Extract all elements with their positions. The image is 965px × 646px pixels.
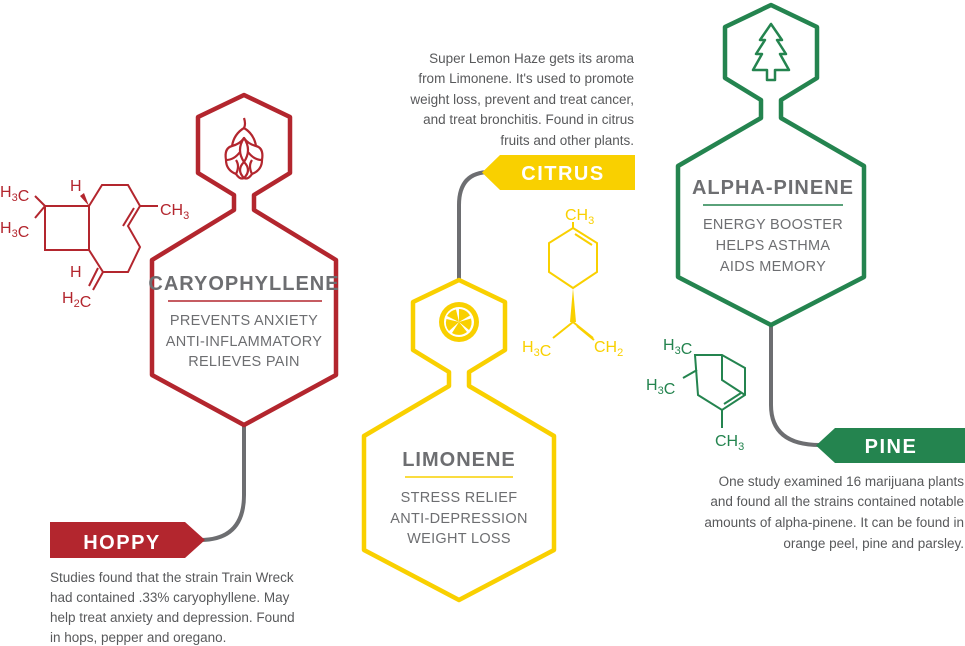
pine-tag: PINE (816, 428, 965, 463)
pinene-benefit: ENERGY BOOSTER (703, 217, 843, 233)
description-line: amounts of alpha-pinene. It can be found… (704, 515, 964, 530)
caryophyllene-molecule: H3C H3C CH3 H H H2C (0, 178, 189, 311)
limonene-benefit: STRESS RELIEF (401, 490, 518, 506)
description-line: and found all the strains contained nota… (710, 494, 964, 509)
molecule-label: H3C (663, 337, 692, 358)
caryophyllene-connector (199, 425, 246, 542)
molecule-label: CH3 (565, 207, 594, 227)
description-line: fruits and other plants. (500, 133, 634, 148)
description-line: weight loss, prevent and treat cancer, (409, 92, 634, 107)
hoppy-tag-label: HOPPY (83, 532, 161, 554)
pinene-title: ALPHA-PINENE (692, 177, 854, 199)
molecule-label: H2C (62, 290, 91, 311)
citrus-tag-label: CITRUS (521, 163, 604, 185)
limonene-description: Super Lemon Haze gets its aroma from Lim… (409, 51, 634, 148)
description-line: Super Lemon Haze gets its aroma (429, 51, 634, 66)
caryophyllene-benefit: RELIEVES PAIN (188, 354, 300, 370)
pinene-description: One study examined 16 marijuana plants a… (704, 474, 964, 551)
description-line: and treat bronchitis. Found in citrus (423, 112, 634, 127)
hops-icon (224, 117, 264, 180)
description-line: orange peel, pine and parsley. (783, 536, 964, 551)
molecule-label: H3C (0, 220, 29, 241)
hoppy-tag: HOPPY (50, 522, 205, 558)
molecule-label: H (70, 264, 82, 281)
pinene-bottle-outline (675, 2, 867, 328)
caryophyllene-bottle-outline (149, 92, 339, 428)
lemon-slice-icon (439, 302, 479, 342)
molecule-label: H (70, 178, 82, 195)
molecule-label: H3C (646, 377, 675, 398)
caryophyllene-title: CARYOPHYLLENE (148, 273, 339, 295)
limonene-title: LIMONENE (402, 449, 516, 471)
molecule-label: CH3 (715, 433, 744, 453)
pine-tag-label: PINE (865, 436, 918, 458)
description-line: had contained .33% caryophyllene. May (50, 590, 290, 605)
limonene-benefit: WEIGHT LOSS (407, 531, 511, 547)
limonene-connector (457, 170, 491, 280)
molecule-label: CH3 (160, 202, 189, 222)
description-line: in hops, pepper and oregano. (50, 630, 226, 645)
pine-tree-icon (751, 22, 791, 82)
caryophyllene-benefit: PREVENTS ANXIETY (170, 313, 318, 329)
citrus-tag: CITRUS (482, 155, 635, 190)
caryophyllene-benefit: ANTI-INFLAMMATORY (166, 334, 323, 350)
limonene-molecule: CH3 H3C CH2 (522, 207, 623, 360)
pinene-connector (769, 325, 821, 447)
molecule-label: H3C (0, 184, 29, 205)
pinene-benefit: AIDS MEMORY (720, 259, 826, 275)
limonene-bottle-outline (361, 277, 557, 603)
description-line: from Limonene. It's used to promote (418, 71, 634, 86)
description-line: help treat anxiety and depression. Found (50, 610, 295, 625)
pinene-benefit: HELPS ASTHMA (716, 238, 831, 254)
caryophyllene-description: Studies found that the strain Train Wrec… (50, 570, 295, 645)
description-line: One study examined 16 marijuana plants (719, 474, 965, 489)
description-line: Studies found that the strain Train Wrec… (50, 570, 294, 585)
limonene-benefit: ANTI-DEPRESSION (390, 511, 527, 527)
molecule-label: H3C (522, 339, 551, 360)
pinene-molecule: H3C H3C CH3 (646, 337, 746, 453)
molecule-label: CH2 (594, 339, 623, 359)
